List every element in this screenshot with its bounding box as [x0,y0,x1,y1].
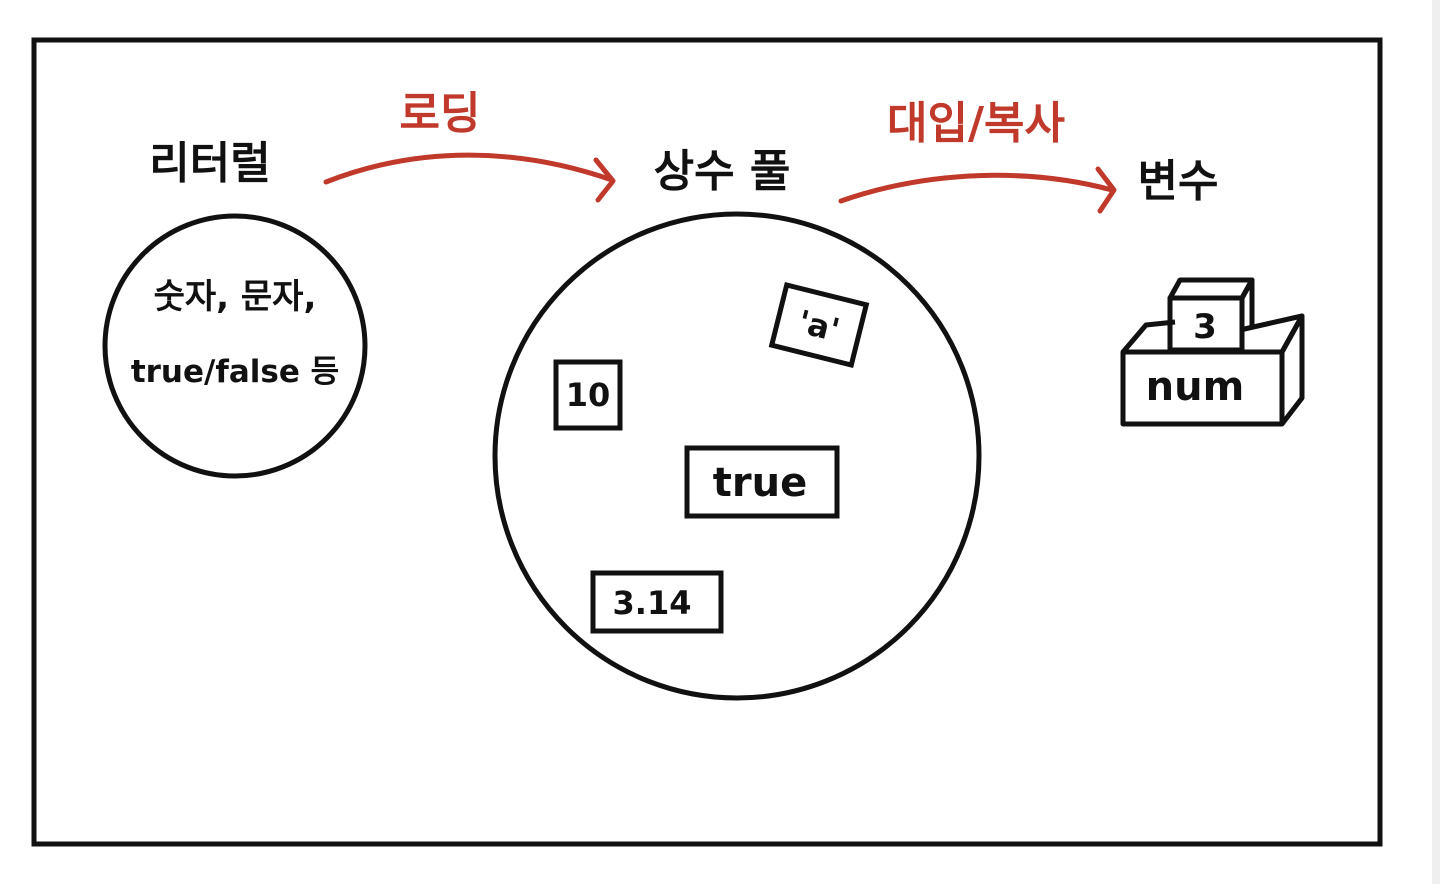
diagram-frame [31,37,1383,847]
pool-item-char: 'a' [768,281,870,369]
literal-desc-line1: 숫자, 문자, [154,277,317,317]
scrollbar-track[interactable] [1432,0,1440,884]
assign-arrow [838,172,1115,204]
constant-pool-circle [492,211,982,701]
variable-name: num [1146,364,1245,410]
variable-value: 3 [1193,307,1217,347]
literal-desc-line2: true/false 등 [131,354,339,390]
loading-arrowhead [593,157,616,203]
pool-item-pi-label: 3.14 [613,584,692,622]
constant-pool-title: 상수 풀 [654,146,791,197]
pool-item-char-label: 'a' [794,303,843,350]
assign-arrowhead [1095,166,1117,214]
variable-box-icon [1120,277,1305,427]
loading-label: 로딩 [400,88,481,139]
assign-label: 대입/복사 [887,98,1065,149]
pool-item-bool-label: true [713,460,807,506]
pool-item-bool-box [684,445,840,519]
literal-title: 리터럴 [149,138,270,189]
pool-item-ten-box [553,359,623,431]
pool-item-ten-label: 10 [566,376,611,414]
literal-circle [102,213,368,479]
pool-item-pi-box [590,570,724,634]
loading-arrow [323,152,615,185]
variable-title: 변수 [1138,156,1219,207]
